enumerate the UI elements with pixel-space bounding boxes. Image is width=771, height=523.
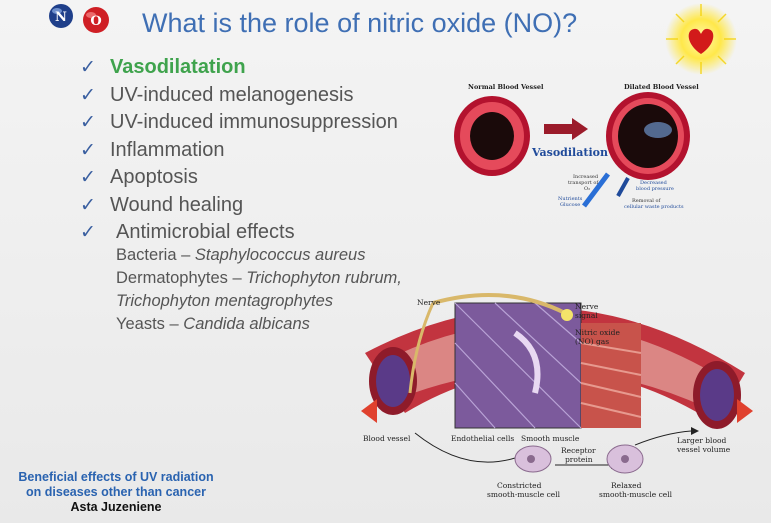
check-icon: ✓	[80, 194, 96, 216]
svg-text:O₂: O₂	[584, 186, 590, 192]
svg-text:cellular waste products: cellular waste products	[624, 204, 684, 210]
list-item: ✓UV-induced melanogenesis	[80, 83, 354, 106]
microbe-item: Yeasts – Candida albicans	[116, 315, 310, 333]
footer-title-line1: Beneficial effects of UV radiation	[18, 470, 214, 484]
svg-text:blood pressure: blood pressure	[636, 186, 674, 192]
svg-text:vessel volume: vessel volume	[676, 445, 731, 454]
svg-text:Receptor: Receptor	[561, 446, 596, 455]
check-icon: ✓	[80, 57, 96, 78]
svg-text:Nutrients: Nutrients	[558, 196, 583, 202]
endothelial-label: Endothelial cells	[451, 434, 514, 443]
list-item: ✓Antimicrobial effects	[80, 221, 295, 243]
svg-text:protein: protein	[565, 455, 593, 464]
logo-o-label: O	[90, 14, 101, 29]
vasodilation-label: Vasodilation	[531, 146, 608, 159]
svg-text:Larger blood: Larger blood	[677, 436, 726, 445]
svg-text:(NO) gas: (NO) gas	[575, 337, 609, 346]
nerve-label: Nerve	[417, 298, 441, 307]
check-icon: ✓	[80, 222, 96, 243]
logo-n-label: N	[55, 10, 67, 25]
sun-heart-icon	[665, 3, 737, 75]
nitric-oxide-vessel-diagram: Nerve Nerve signal Nitric oxide (NO) gas…	[361, 293, 753, 499]
svg-text:Removal of: Removal of	[632, 198, 661, 204]
no-molecule-icon: N O	[49, 4, 109, 33]
svg-text:Nerve: Nerve	[575, 302, 599, 311]
svg-text:signal: signal	[575, 311, 598, 320]
svg-text:Glucose: Glucose	[560, 202, 580, 208]
dilated-vessel-label: Dilated Blood Vessel	[624, 83, 699, 91]
check-icon: ✓	[80, 84, 96, 106]
footer-author: Asta Juzeniene	[70, 500, 162, 514]
slide-title: What is the role of nitric oxide (NO)?	[142, 8, 578, 38]
check-icon: ✓	[80, 167, 96, 188]
check-icon: ✓	[80, 139, 96, 161]
list-item: ✓Vasodilatation	[80, 56, 246, 78]
normal-vessel-label: Normal Blood Vessel	[468, 83, 544, 91]
list-item: ✓Apoptosis	[80, 166, 198, 188]
effects-list: ✓Vasodilatation ✓UV-induced melanogenesi…	[80, 56, 398, 249]
vasodilation-diagram: Normal Blood Vessel Dilated Blood Vessel…	[454, 83, 699, 210]
svg-text:smooth-muscle cell: smooth-muscle cell	[599, 490, 673, 499]
svg-text:Nitric oxide: Nitric oxide	[575, 328, 620, 337]
smooth-muscle-label: Smooth muscle	[521, 434, 580, 443]
svg-text:transport of: transport of	[568, 180, 599, 186]
footer-credit: Beneficial effects of UV radiation on di…	[8, 470, 224, 515]
svg-text:Constricted: Constricted	[497, 481, 542, 490]
svg-text:Relaxed: Relaxed	[611, 481, 642, 490]
svg-text:Increased: Increased	[573, 174, 599, 180]
check-icon: ✓	[80, 112, 96, 133]
blood-vessel-label: Blood vessel	[363, 434, 411, 443]
list-item: ✓Wound healing	[80, 193, 244, 216]
svg-text:Decreased: Decreased	[640, 180, 668, 186]
list-item: ✓UV-induced immunosuppression	[80, 111, 398, 133]
microbe-item: Bacteria – Staphylococcus aureus	[116, 246, 366, 264]
list-item: ✓Inflammation	[80, 138, 225, 161]
microbe-list: Bacteria – Staphylococcus aureus Dermato…	[116, 244, 402, 336]
microbe-item: Trichophyton mentagrophytes	[116, 292, 334, 310]
microbe-item: Dermatophytes – Trichophyton rubrum,	[116, 269, 402, 287]
svg-text:smooth-muscle cell: smooth-muscle cell	[487, 490, 561, 499]
footer-title-line2: on diseases other than cancer	[26, 485, 206, 499]
